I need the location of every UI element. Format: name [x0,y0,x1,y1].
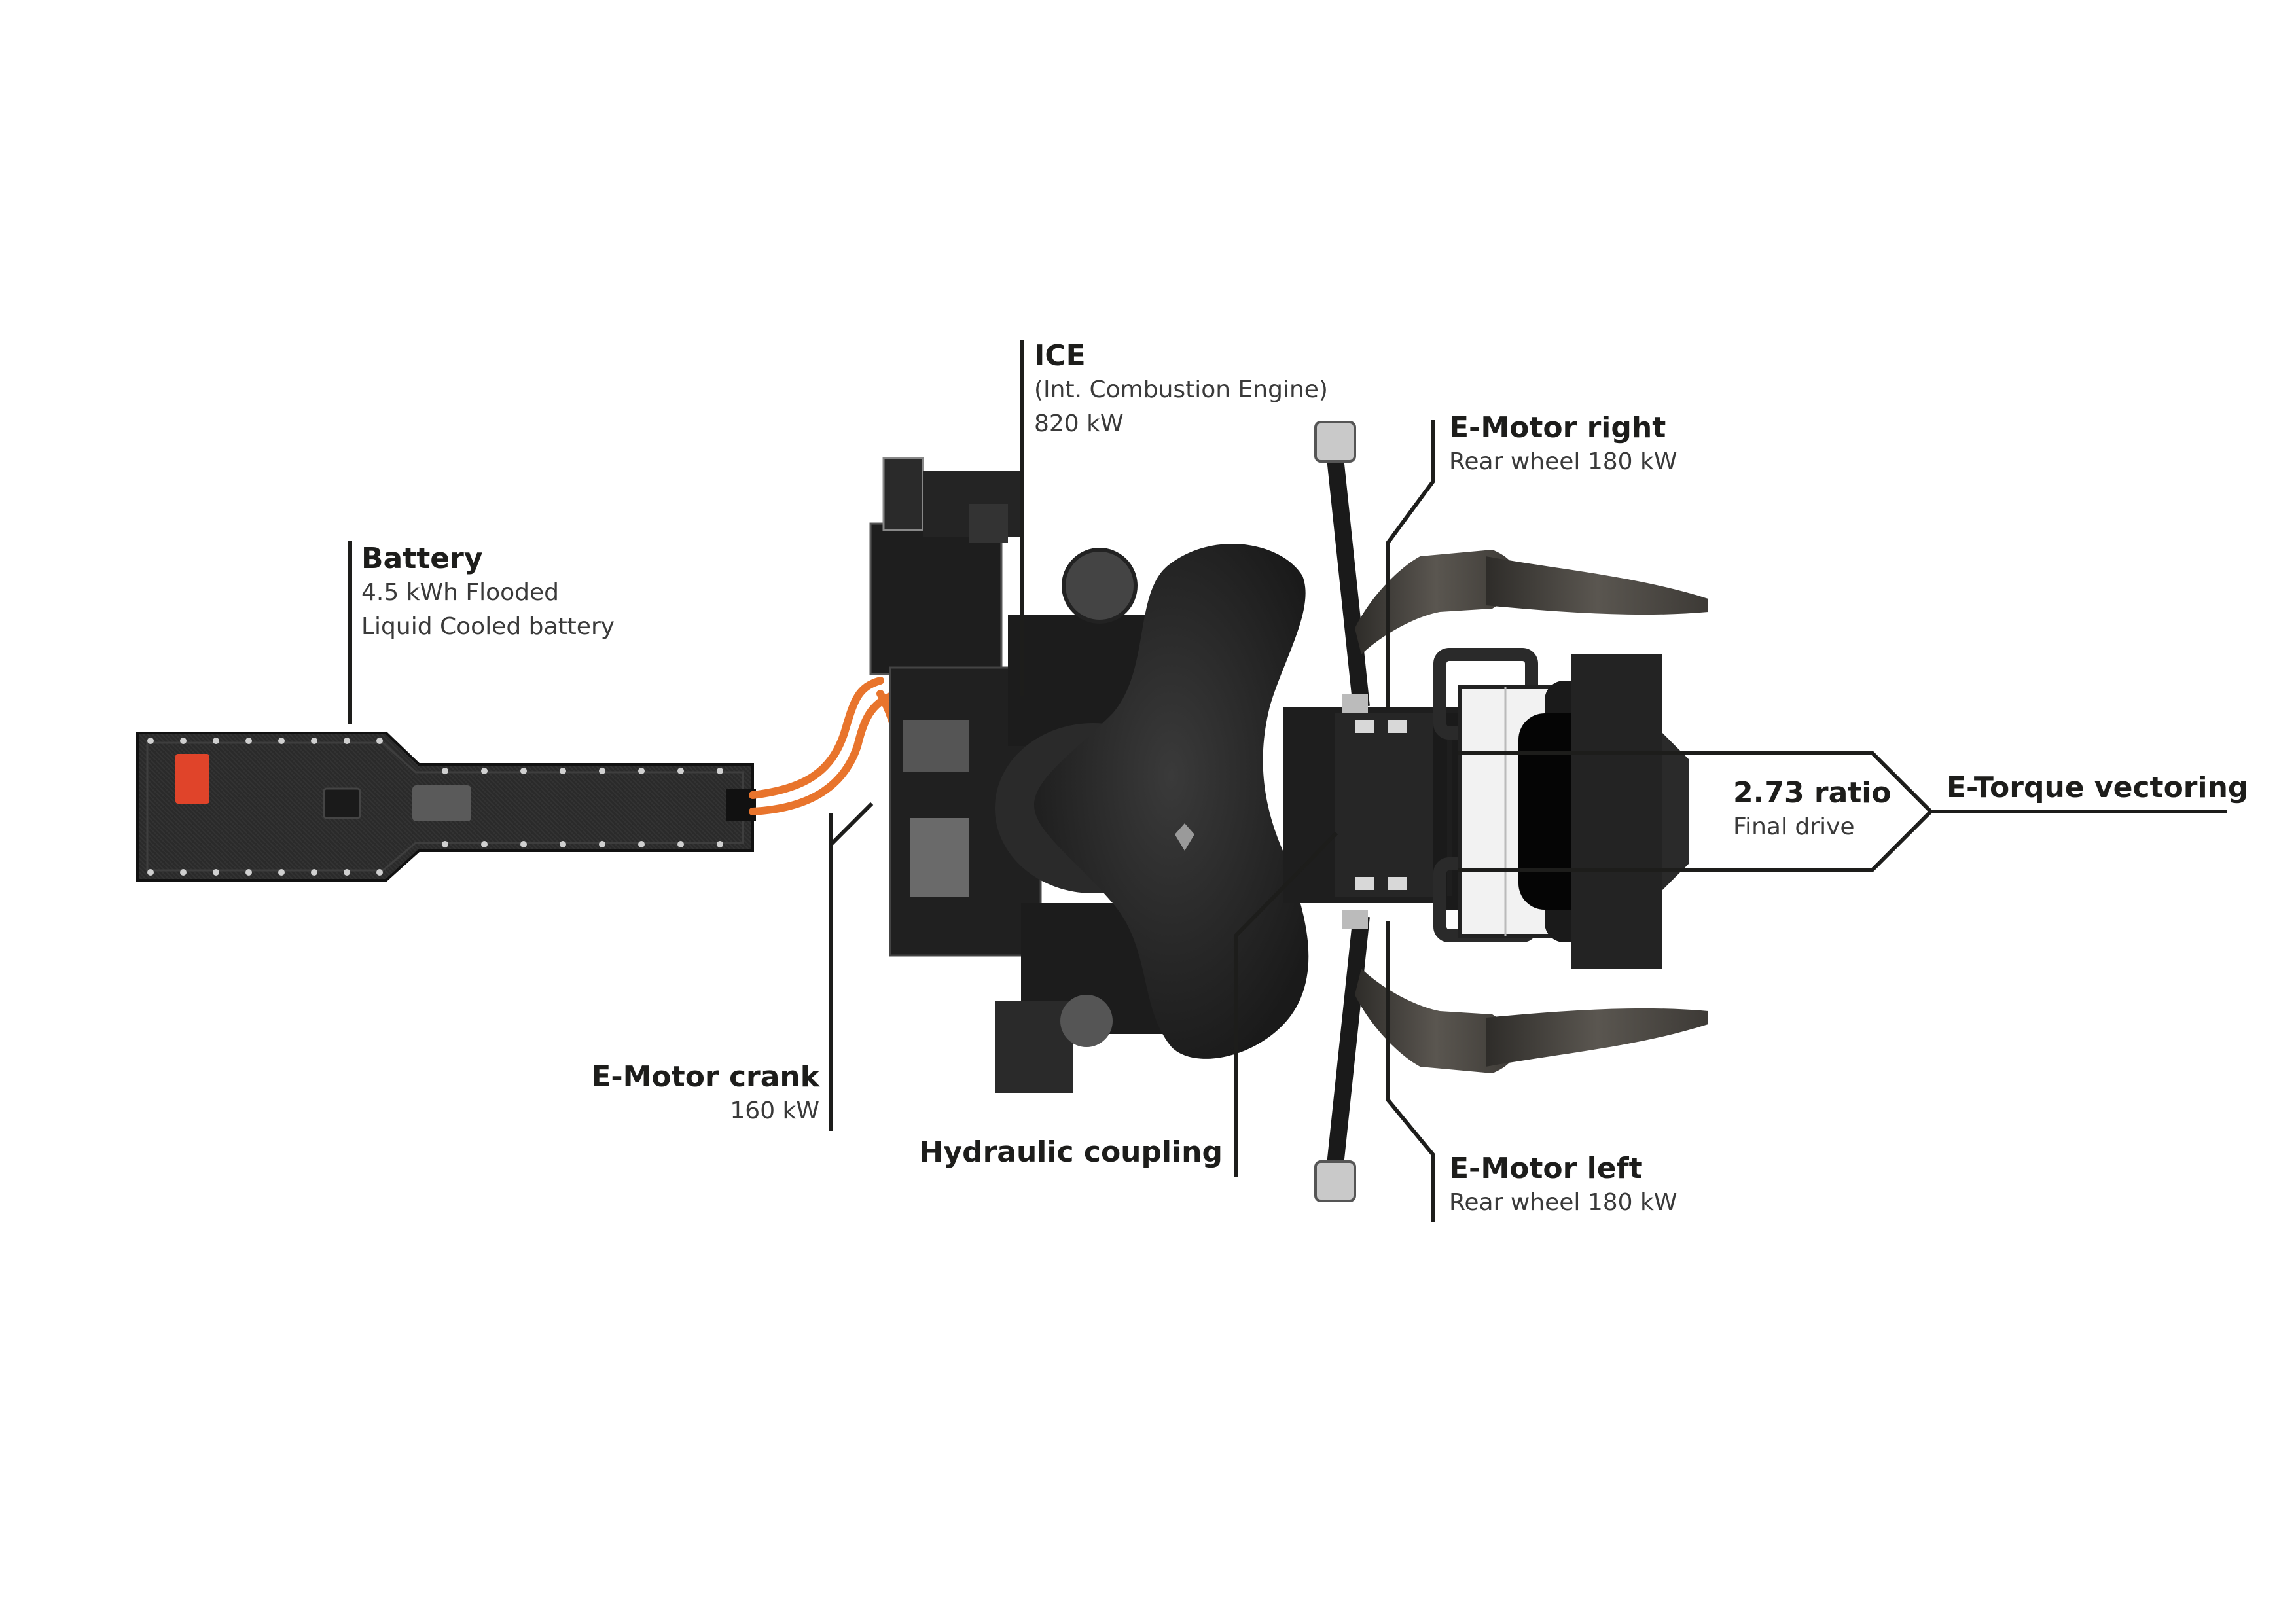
battery-title: Battery [361,542,483,575]
leader-emotor-left [1386,921,1435,1222]
emotor-left-title: E-Motor left [1449,1152,1643,1185]
emotor-right-power: Rear wheel 180 kW [1449,448,1677,475]
battery-capacity: 4.5 kWh Flooded [361,579,560,606]
label-battery: Battery 4.5 kWh Flooded Liquid Cooled ba… [361,542,615,644]
emotor-right-title: E-Motor right [1449,411,1666,444]
final-drive-ratio: 2.73 ratio [1733,776,1892,810]
leader-emotor-crank [829,802,874,849]
final-drive-caption: Final drive [1733,813,1855,840]
control-unit [869,457,1021,675]
battery-red-module [175,754,209,804]
label-torque-vectoring: E-Torque vectoring [1946,771,2248,805]
label-ice: ICE (Int. Combustion Engine) 820 kW [1034,339,1328,441]
label-emotor-right: E-Motor right Rear wheel 180 kW [1449,411,1677,479]
exhaust-pipes [1355,550,1708,1073]
hydraulic-coupling-title: Hydraulic coupling [919,1135,1223,1169]
ice-description: (Int. Combustion Engine) [1034,376,1328,403]
label-emotor-crank: E-Motor crank 160 kW [591,1060,819,1128]
emotor-left-power: Rear wheel 180 kW [1449,1189,1677,1216]
label-emotor-left: E-Motor left Rear wheel 180 kW [1449,1152,1677,1220]
ice-power: 820 kW [1034,410,1124,437]
final-drive-unit [1458,654,1689,969]
drive-shafts [1314,421,1370,1202]
label-final-drive: 2.73 ratio Final drive [1733,776,1892,844]
battery-pack [136,732,756,882]
emotor-crank-title: E-Motor crank [591,1060,819,1094]
battery-bolt-dots [147,738,723,876]
torque-vectoring-title: E-Torque vectoring [1946,771,2249,804]
emotor-crank-power: 160 kW [730,1097,819,1124]
battery-cooling: Liquid Cooled battery [361,613,615,640]
ice-title: ICE [1034,339,1086,372]
leader-lines [348,340,2227,1222]
label-hydraulic-coupling: Hydraulic coupling [920,1135,1223,1169]
leader-hydraulic [1234,831,1338,1177]
leader-emotor-right [1386,420,1435,709]
transmission [1283,648,1538,942]
